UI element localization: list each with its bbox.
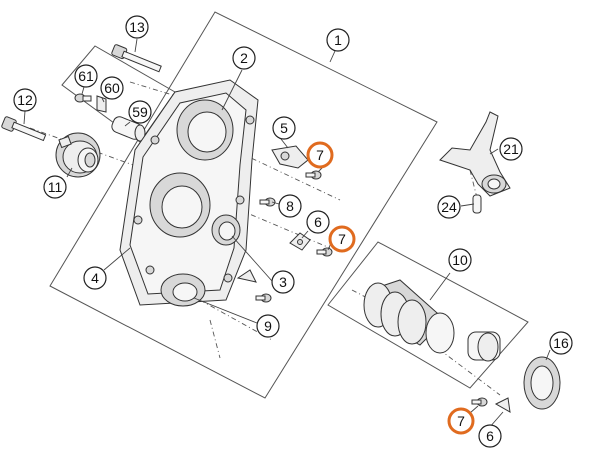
main-assembly-frame: [49, 11, 438, 399]
callout-5: 5: [272, 116, 296, 140]
callout-7-middle: 7: [328, 225, 356, 253]
callout-60-label: 60: [104, 80, 120, 96]
callout-9: 9: [256, 314, 280, 338]
bolt-12: [1, 116, 47, 142]
screw-7-middle: [316, 247, 333, 257]
callout-10-label: 10: [452, 252, 468, 268]
callout-6-lower-label: 6: [486, 428, 494, 444]
clip-60: [96, 95, 107, 113]
callout-13-label: 13: [129, 19, 145, 35]
callout-21: 21: [499, 137, 523, 161]
pin-24: [472, 194, 482, 214]
callout-60: 60: [100, 76, 124, 100]
sleeve-59: [111, 116, 146, 142]
callout-2-label: 2: [240, 50, 248, 66]
bushing-10b: [467, 331, 501, 362]
shift-drum-10: [363, 279, 455, 354]
callout-4-label: 4: [91, 270, 99, 286]
callout-7-lower-label: 7: [457, 413, 465, 429]
engine-cover-1: [119, 79, 259, 307]
callout-16-label: 16: [553, 335, 569, 351]
part-3: [236, 269, 257, 283]
leader-lines: [23, 38, 551, 429]
seal-16: [523, 356, 561, 410]
callout-3-label: 3: [279, 274, 287, 290]
shift-drum-frame: [327, 241, 529, 389]
screw-8: [259, 197, 276, 207]
bolt-13: [111, 44, 162, 73]
callout-6-lower: 6: [478, 424, 502, 448]
callout-13: 13: [125, 15, 149, 39]
shift-fork-21: [439, 111, 511, 197]
callout-59-label: 59: [132, 104, 148, 120]
callout-2: 2: [232, 46, 256, 70]
screw-3b: [255, 293, 272, 303]
screw-61: [74, 93, 92, 103]
callout-4: 4: [83, 266, 107, 290]
callout-12: 12: [13, 88, 37, 112]
callout-24-label: 24: [441, 199, 457, 215]
callout-11: 11: [43, 175, 67, 199]
part-11: [55, 132, 101, 178]
washer-6-upper: [289, 232, 311, 251]
callout-24: 24: [437, 195, 461, 219]
callout-21-label: 21: [503, 141, 519, 157]
callout-3: 3: [271, 270, 295, 294]
callout-10: 10: [448, 248, 472, 272]
callout-6-upper: 6: [306, 210, 330, 234]
callout-11-label: 11: [48, 179, 63, 195]
callout-61: 61: [74, 64, 98, 88]
callout-8-label: 8: [286, 198, 294, 214]
callout-7-middle-label: 7: [338, 231, 346, 247]
callout-9-label: 9: [264, 318, 272, 334]
bracket-5: [271, 145, 309, 169]
callout-7-lower: 7: [447, 407, 475, 435]
callout-6-upper-label: 6: [314, 214, 322, 230]
callout-7-upper: 7: [306, 141, 334, 169]
callout-12-label: 12: [17, 92, 33, 108]
callout-59: 59: [128, 100, 152, 124]
callout-61-label: 61: [78, 68, 94, 84]
callout-1-label: 1: [334, 32, 342, 48]
callout-7-upper-label: 7: [316, 147, 324, 163]
screw-7-lower: [471, 397, 488, 407]
callout-8: 8: [278, 194, 302, 218]
callout-1: 1: [326, 28, 350, 52]
callout-16: 16: [549, 331, 573, 355]
screw-7-upper: [305, 170, 322, 180]
callout-5-label: 5: [280, 120, 288, 136]
washer-6-lower: [494, 397, 511, 413]
